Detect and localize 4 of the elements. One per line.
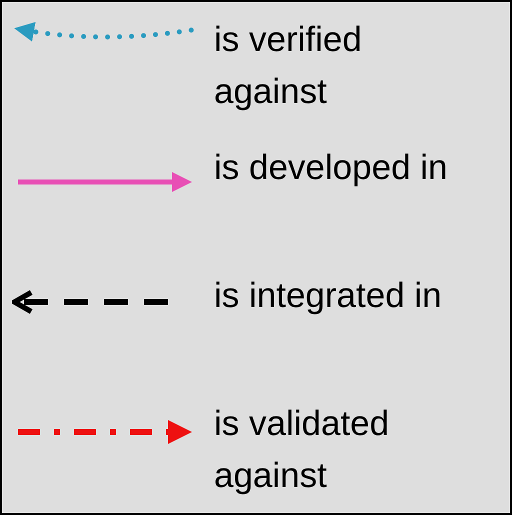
legend-label: is validated against [214,403,390,497]
legend-label: is verified against [214,19,363,113]
legend-label: is integrated in [214,275,443,317]
legend-label: is developed in [214,147,448,189]
